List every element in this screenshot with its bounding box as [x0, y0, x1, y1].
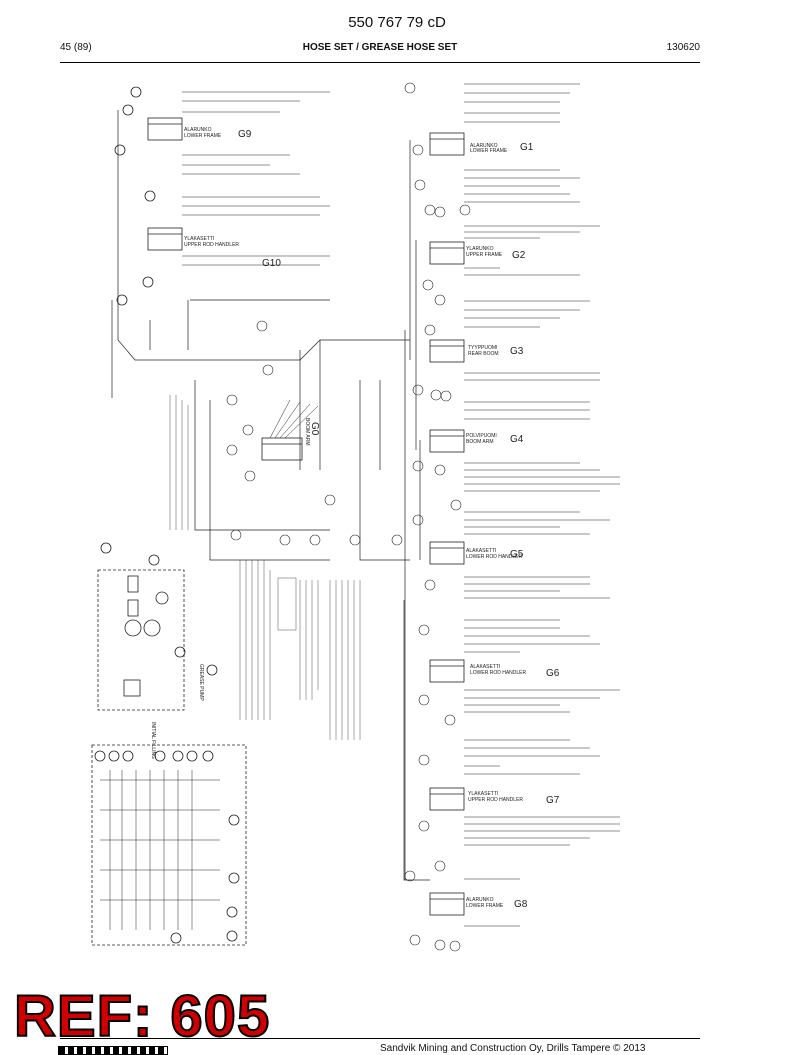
document-number: 550 767 79 cD — [348, 14, 446, 31]
g5-en-label: LOWER ROD HANDLER — [466, 554, 523, 560]
group-g3: TYYPPUOMI REAR BOOM G3 — [429, 300, 600, 381]
g0-en-label: BOOM ARM — [304, 418, 310, 446]
g6-fi-label: ALAKASETTI — [470, 664, 500, 670]
g1-code: G1 — [520, 142, 534, 153]
g4-fi-label: POLVIPUOMI — [466, 433, 497, 439]
g5-fi-label: ALAKASETTI — [466, 548, 496, 554]
group-g5: ALAKASETTI LOWER ROD HANDLER G5 — [429, 511, 610, 599]
ref-stamp: REF: 605 — [13, 984, 271, 1049]
sandvik-logo — [58, 1046, 168, 1055]
g0-code: G0 — [309, 422, 320, 436]
middle-list-box — [277, 577, 361, 740]
g4-en-label: BOOM ARM — [466, 439, 494, 445]
g10-en-label: UPPER ROD HANDLER — [184, 242, 239, 248]
g2-fi-label: YLARUNKO — [466, 246, 494, 252]
page-number: 45 (89) — [60, 42, 92, 53]
g6-code: G6 — [546, 668, 560, 679]
initial-filling-label: INITIAL FILLING — [150, 722, 156, 759]
group-g7: YLAKASETTI UPPER ROD HANDLER G7 — [429, 739, 620, 846]
g6-en-label: LOWER ROD HANDLER — [470, 670, 527, 676]
header-row: 45 (89) HOSE SET / GREASE HOSE SET 13062… — [60, 42, 700, 56]
group-g8: ALARUNKO LOWER FRAME G8 — [429, 878, 528, 927]
group-g9: ALARUNKO LOWER FRAME G9 — [114, 86, 330, 175]
group-g10: YLAKASETTI UPPER ROD HANDLER G10 — [116, 190, 330, 306]
page-title: HOSE SET / GREASE HOSE SET — [302, 42, 458, 53]
g2-en-label: UPPER FRAME — [466, 252, 503, 258]
header-rule — [60, 62, 700, 63]
grease-pump-label: GREASE PUMP — [198, 664, 204, 701]
group-g2: YLARUNKO UPPER FRAME G2 — [429, 225, 600, 276]
group-g6: ALAKASETTI LOWER ROD HANDLER G6 — [429, 619, 620, 713]
revision-date: 130620 — [666, 42, 700, 53]
grease-legend-box — [91, 744, 247, 946]
g9-code: G9 — [238, 129, 252, 140]
g9-fi-label: ALARUNKO — [184, 127, 212, 133]
g8-en-label: LOWER FRAME — [466, 903, 504, 909]
g1-en-label: LOWER FRAME — [470, 148, 508, 154]
g5-code: G5 — [510, 549, 524, 560]
g10-fi-label: YLAKASETTI — [184, 236, 214, 242]
group-g4: POLVIPUOMI BOOM ARM G4 — [429, 401, 620, 492]
g4-code: G4 — [510, 434, 524, 445]
g3-fi-label: TYYPPUOMI — [468, 345, 497, 351]
g8-fi-label: ALARUNKO — [466, 897, 494, 903]
grease-pump-unit: INITIAL FILLING GREASE PUMP — [97, 542, 218, 759]
g1-fi-label: ALARUNKO — [470, 143, 498, 149]
g9-en-label: LOWER FRAME — [184, 133, 222, 139]
g8-code: G8 — [514, 899, 528, 910]
g7-en-label: UPPER ROD HANDLER — [468, 797, 523, 803]
footer-rule — [60, 1038, 700, 1039]
g7-fi-label: YLAKASETTI — [468, 791, 498, 797]
group-g0: G0 BOOM ARM — [261, 399, 320, 461]
callout-bubbles — [404, 82, 471, 952]
group-g1: ALARUNKO LOWER FRAME G1 — [429, 83, 580, 203]
g2-code: G2 — [512, 250, 526, 261]
g10-code: G10 — [262, 258, 281, 269]
g3-code: G3 — [510, 346, 524, 357]
g7-code: G7 — [546, 795, 560, 806]
g3-en-label: REAR BOOM — [468, 351, 499, 357]
footer-copyright: Sandvik Mining and Construction Oy, Dril… — [380, 1043, 646, 1054]
vertical-notes — [169, 395, 271, 720]
